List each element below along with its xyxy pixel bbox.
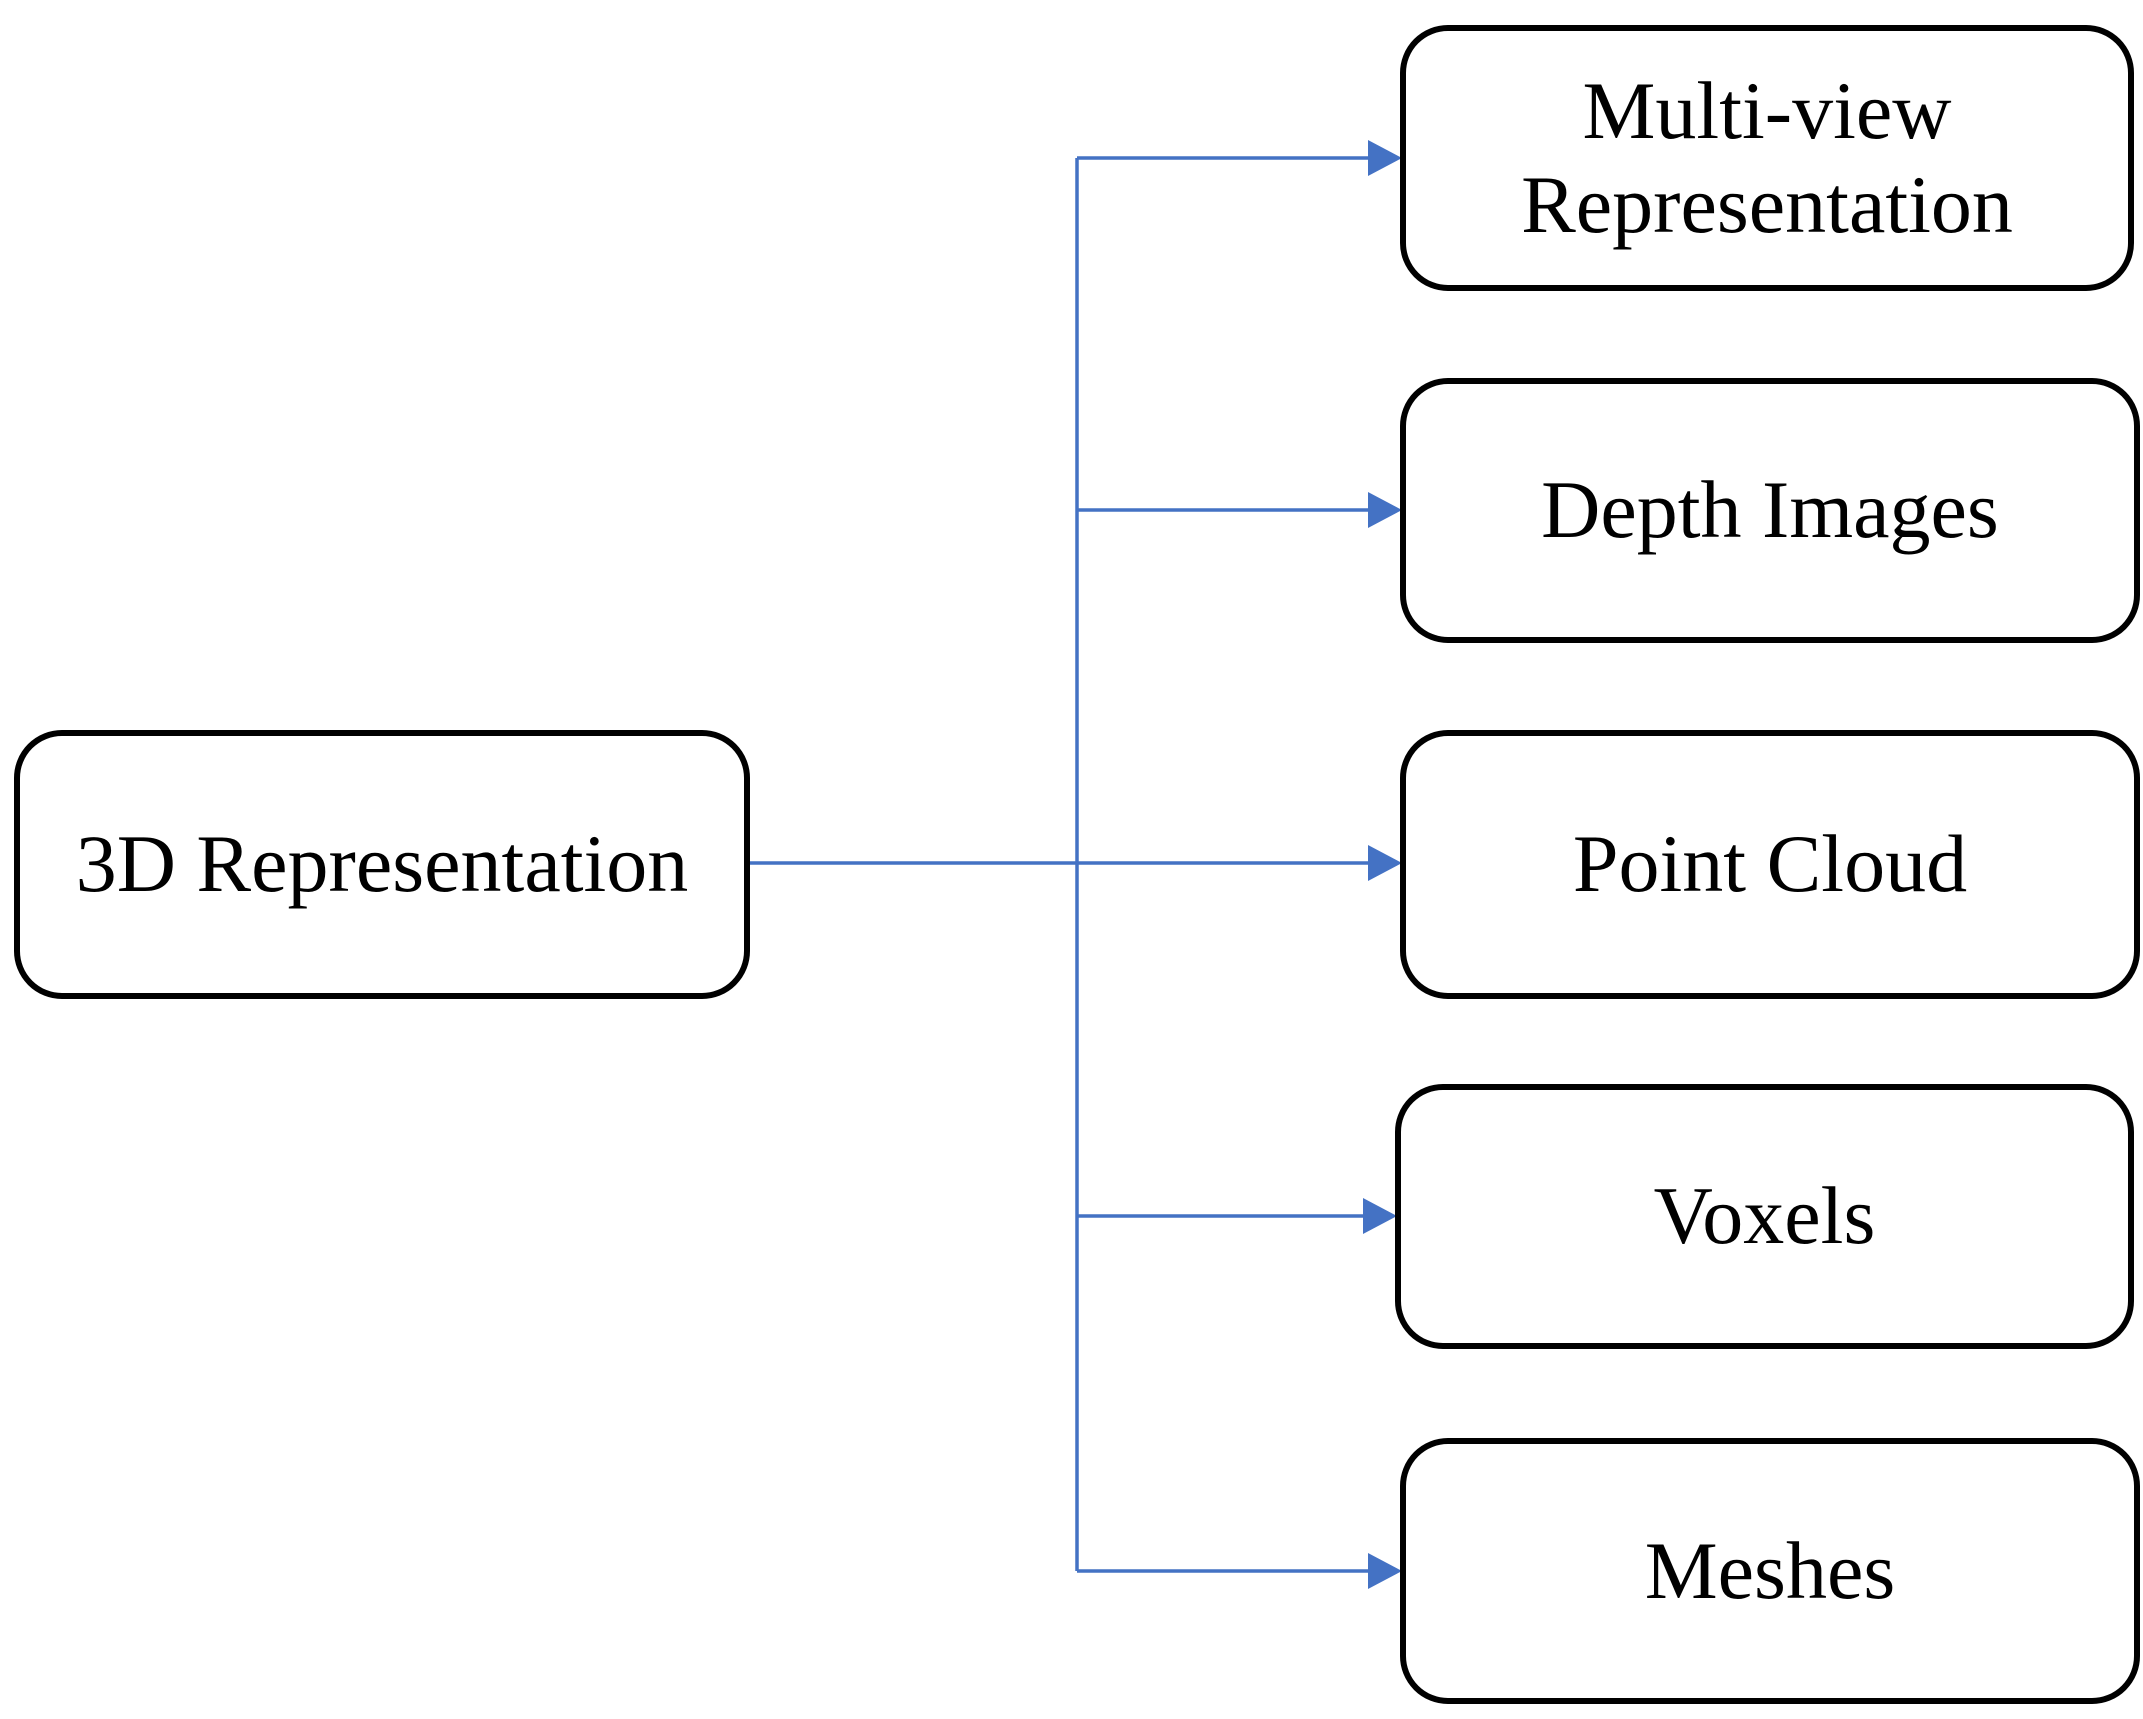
- child-node-label: Depth Images: [1541, 464, 1999, 556]
- arrowhead-3: [1368, 845, 1402, 881]
- arrowhead-2: [1368, 492, 1402, 528]
- child-node-point-cloud: Point Cloud: [1400, 730, 2140, 999]
- child-node-multi-view-representation: Multi-view Representation: [1400, 25, 2134, 291]
- child-node-depth-images: Depth Images: [1400, 378, 2140, 643]
- child-node-label: Meshes: [1644, 1524, 1896, 1616]
- child-node-label: Voxels: [1653, 1170, 1876, 1262]
- child-node-voxels: Voxels: [1395, 1084, 2134, 1349]
- root-node-label: 3D Representation: [75, 818, 689, 910]
- root-node-3d-representation: 3D Representation: [14, 730, 750, 999]
- child-node-meshes: Meshes: [1400, 1438, 2140, 1704]
- child-node-label: Multi-view Representation: [1521, 64, 2013, 250]
- arrowhead-5: [1368, 1553, 1402, 1589]
- arrowhead-4: [1363, 1198, 1397, 1234]
- arrowhead-1: [1368, 140, 1402, 176]
- child-node-label: Point Cloud: [1572, 818, 1968, 910]
